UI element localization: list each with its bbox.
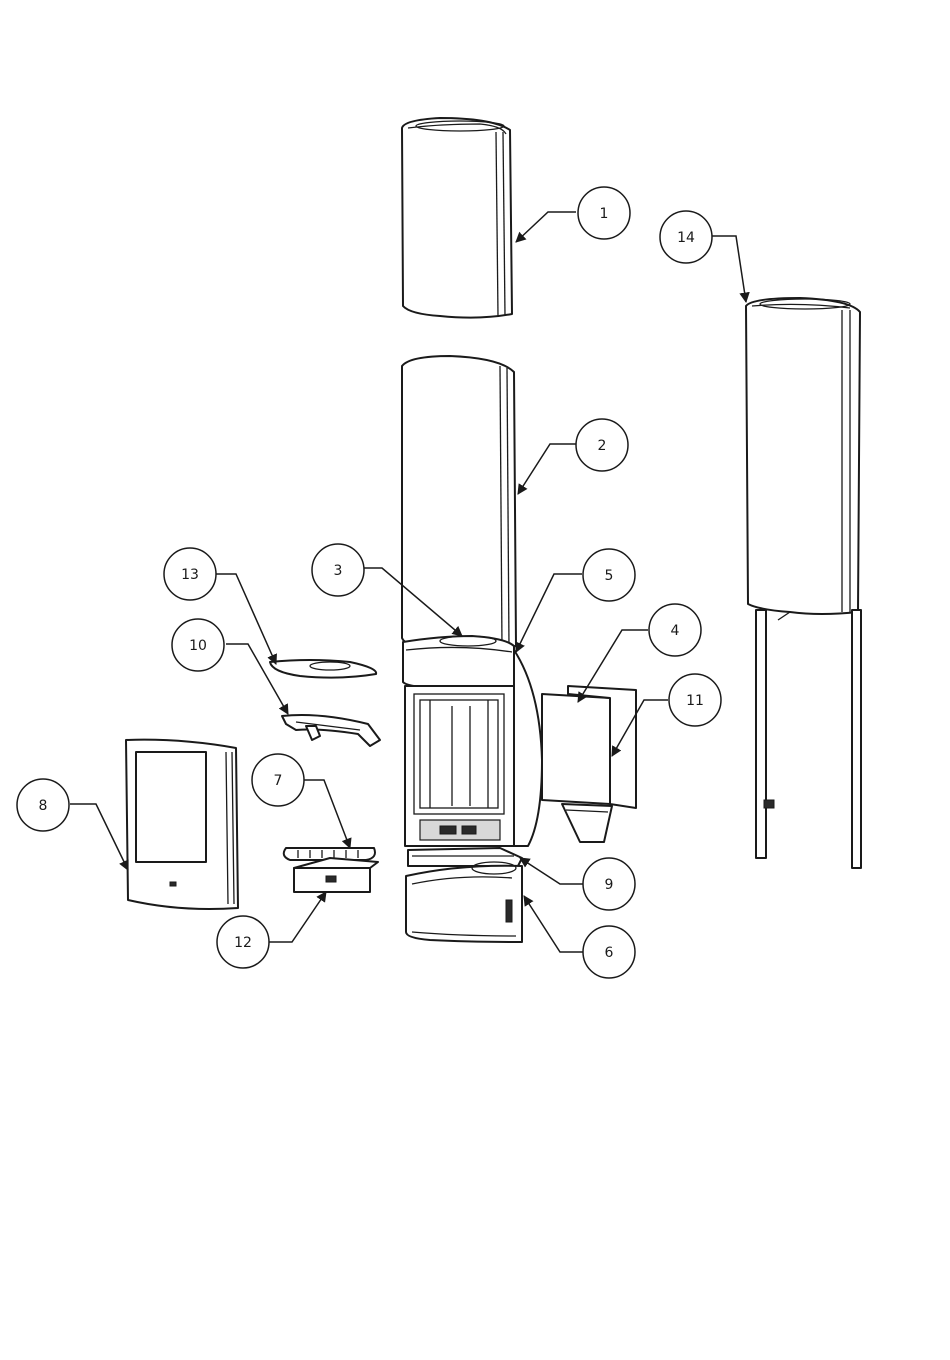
- leader-8: [70, 804, 128, 870]
- leader-7: [304, 780, 350, 848]
- part-13-deflector-plate: [270, 660, 376, 678]
- callout-12: 12: [217, 916, 269, 968]
- callout-6: 6: [583, 926, 635, 978]
- part-12-ash-pan: [294, 858, 378, 892]
- callout-2: 2: [576, 419, 628, 471]
- part-8-front-door: [126, 740, 238, 909]
- callout-4-label: 4: [671, 623, 680, 639]
- part-3-5-top-plate: [403, 636, 514, 689]
- callout-3: 3: [312, 544, 364, 596]
- callout-4: 4: [649, 604, 701, 656]
- callout-11: 11: [669, 674, 721, 726]
- leader-12: [268, 892, 326, 942]
- callout-7: 7: [252, 754, 304, 806]
- callout-7-label: 7: [274, 773, 283, 789]
- leader-6: [524, 896, 584, 952]
- callout-5: 5: [583, 549, 635, 601]
- leader-9: [520, 858, 584, 884]
- callout-14: 14: [660, 211, 712, 263]
- leader-2: [518, 444, 576, 494]
- part-14-side-cladding: [746, 298, 861, 868]
- callout-11-label: 11: [686, 693, 704, 709]
- callout-8-label: 8: [39, 798, 48, 814]
- callout-8: 8: [17, 779, 69, 831]
- callout-6-label: 6: [605, 945, 614, 961]
- callout-1-label: 1: [600, 206, 609, 222]
- callout-5-label: 5: [605, 568, 614, 584]
- callout-9: 9: [583, 858, 635, 910]
- callout-1: 1: [578, 187, 630, 239]
- part-1-top-cladding: [402, 118, 512, 318]
- callout-2-label: 2: [598, 438, 607, 454]
- callout-3-label: 3: [334, 563, 343, 579]
- leader-14: [712, 236, 746, 302]
- leader-10: [226, 644, 288, 714]
- callout-9-label: 9: [605, 877, 614, 893]
- callout-13-label: 13: [181, 567, 199, 583]
- leader-5: [516, 574, 582, 652]
- leader-1: [516, 212, 576, 242]
- part-10-baffle: [282, 715, 380, 746]
- part-6-base: [406, 862, 522, 942]
- callout-12-label: 12: [234, 935, 252, 951]
- callout-10-label: 10: [189, 638, 207, 654]
- callout-14-label: 14: [677, 230, 695, 246]
- callout-10: 10: [172, 619, 224, 671]
- part-2-middle-cladding: [402, 356, 516, 650]
- callout-13: 13: [164, 548, 216, 600]
- part-4-11-heat-shield: [542, 686, 636, 842]
